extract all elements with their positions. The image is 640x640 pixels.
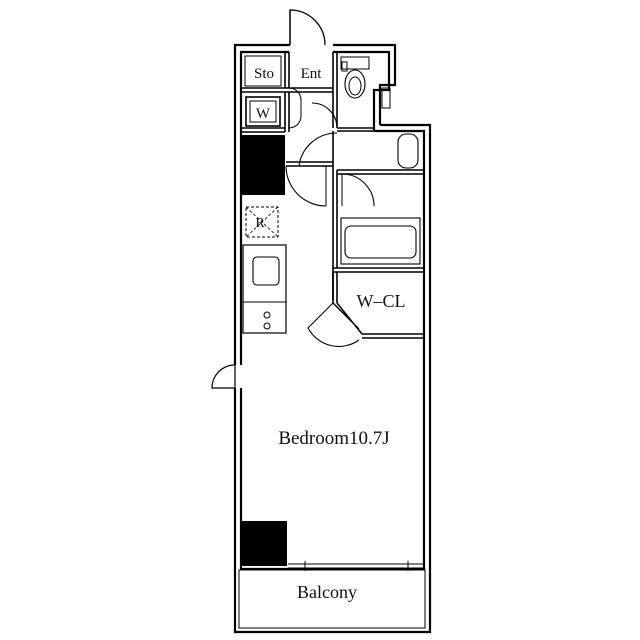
bedroom: Bedroom10.7J <box>278 428 389 449</box>
washer-label: W <box>256 106 271 122</box>
bathtub <box>340 173 421 265</box>
balcony-sliding-door <box>288 561 424 571</box>
entrance-label: Ent <box>301 66 323 82</box>
column-block <box>241 521 287 566</box>
walk-in-closet-label: W–CL <box>357 291 406 311</box>
washroom <box>285 132 419 207</box>
toilet-room <box>311 56 391 129</box>
fridge-space: R <box>245 206 279 238</box>
balcony-label: Balcony <box>297 582 357 602</box>
bedroom-label: Bedroom10.7J <box>278 428 389 449</box>
entrance-area: Ent <box>288 9 333 129</box>
storage-label: Sto <box>254 66 274 82</box>
bedroom-side-door <box>211 364 236 389</box>
washer-space: W <box>245 96 281 127</box>
balcony: Balcony <box>238 569 426 629</box>
fridge-label: R <box>255 216 265 231</box>
stove-burner <box>263 311 271 319</box>
stove-burner <box>263 322 271 330</box>
pipe-shaft-block <box>241 135 285 195</box>
kitchen-counter <box>242 244 287 334</box>
interior-walls <box>241 52 424 339</box>
storage-room: Sto <box>244 55 282 87</box>
entry-door <box>289 9 326 46</box>
walk-in-closet: W–CL <box>307 291 406 347</box>
exterior-walls <box>233 43 432 634</box>
